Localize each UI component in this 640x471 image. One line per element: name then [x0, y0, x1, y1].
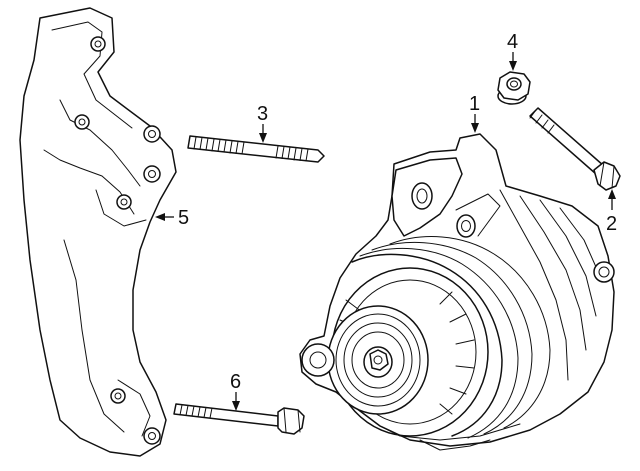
lower-bolt: [173, 403, 305, 435]
flange-nut: [497, 71, 531, 105]
callout-label-6: 6: [230, 371, 241, 393]
callout-6: 6: [230, 371, 241, 411]
callout-3: 3: [257, 103, 268, 143]
callout-label-3: 3: [257, 103, 268, 125]
callout-label-5: 5: [178, 207, 189, 229]
callout-5: 5: [155, 207, 189, 229]
callout-label-2: 2: [606, 213, 617, 235]
callout-label-1: 1: [469, 93, 480, 115]
generator-assembly: [299, 133, 615, 451]
mounting-bolt: [529, 107, 621, 191]
callout-2: 2: [606, 189, 617, 235]
callout-1: 1: [469, 93, 480, 133]
callout-4: 4: [507, 31, 518, 71]
pulley: [327, 305, 429, 415]
callout-label-4: 4: [507, 31, 518, 53]
mounting-bracket: [19, 7, 177, 457]
mounting-stud: [187, 135, 325, 163]
